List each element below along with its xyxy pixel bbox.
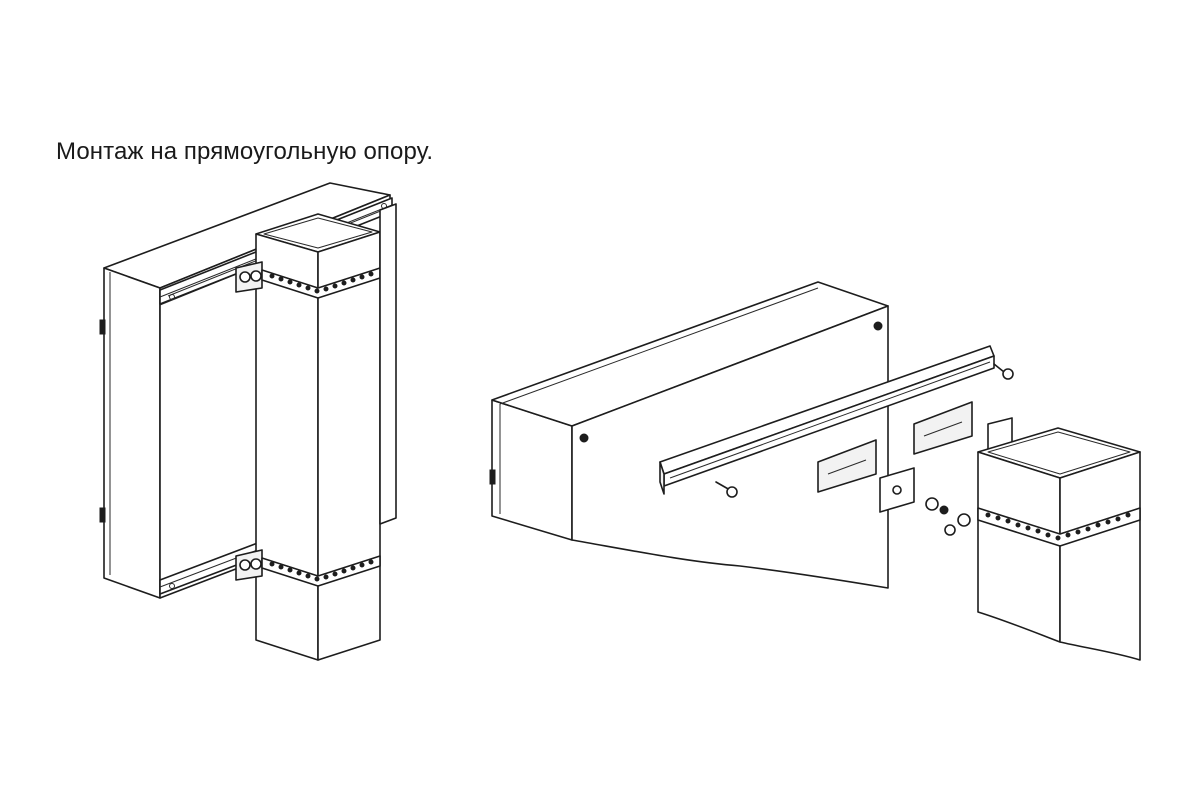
hinge-bottom-icon	[99, 507, 106, 523]
washer-2-icon	[957, 513, 971, 527]
pole-front	[255, 233, 319, 661]
din-rail-exploded	[659, 345, 995, 495]
clamp-band-exploded	[977, 507, 1141, 547]
rail-end-right	[379, 203, 397, 525]
enclosure-door	[103, 267, 161, 599]
screw-right-icon	[993, 363, 1014, 380]
clamp-band-bottom	[261, 555, 381, 587]
nut-2-icon	[944, 524, 956, 536]
nut-1-icon	[939, 505, 949, 515]
pole-front-exploded	[977, 451, 1061, 643]
pole-side-exploded	[1059, 451, 1141, 661]
clamp-band-top	[261, 267, 381, 299]
screw-left-icon	[715, 481, 738, 498]
hinge-top-icon	[99, 319, 106, 335]
exploded-view	[489, 281, 1141, 661]
bracket-piece-2	[913, 401, 973, 455]
washer-1-icon	[925, 497, 939, 511]
assembled-view	[99, 182, 397, 661]
hinge-exploded-icon	[489, 469, 496, 485]
caption-title: Монтаж на прямоугольную опору.	[56, 138, 434, 165]
bracket-piece-1	[817, 439, 877, 493]
pole-side	[317, 231, 381, 661]
